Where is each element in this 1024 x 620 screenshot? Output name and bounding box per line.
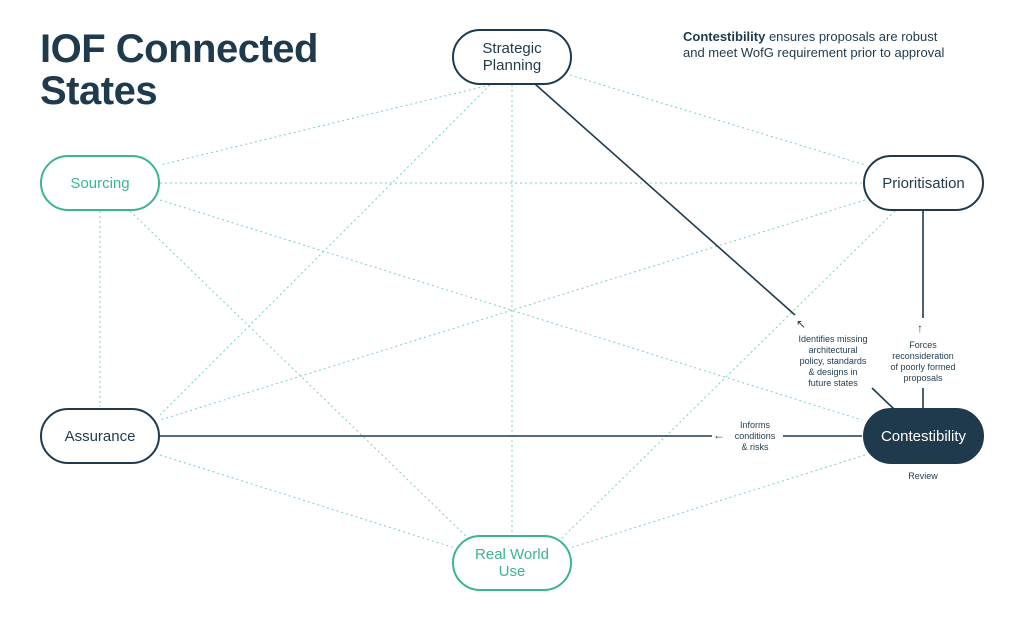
link-sourcing-realworld	[129, 210, 471, 541]
label-informs-conditions: Informs conditions & risks	[728, 420, 782, 453]
page-title: IOF Connected States	[40, 28, 318, 112]
link-contestibility-realworld	[569, 454, 866, 549]
node-sourcing-label: Sourcing	[70, 174, 130, 192]
label-identifies-line-1: Identifies missing	[798, 334, 868, 344]
node-contestibility-label: Contestibility	[880, 427, 967, 445]
note-line-1: ensures proposals are robust	[765, 29, 938, 44]
node-strategic-planning-line-1: Strategic	[482, 40, 542, 57]
contestibility-note: Contestibility ensures proposals are rob…	[683, 29, 944, 61]
node-real-world-use-line-2: Use	[498, 563, 526, 580]
title-line-2: States	[40, 69, 158, 113]
node-prioritisation[interactable]: Prioritisation	[863, 155, 984, 211]
link-planning-prioritisation	[569, 74, 866, 166]
label-identifies-line-5: future states	[808, 378, 858, 388]
node-assurance-label: Assurance	[64, 427, 136, 445]
dotted-connections	[99, 74, 896, 549]
link-planning-sourcing	[159, 84, 491, 166]
link-prioritisation-realworld	[559, 210, 896, 541]
label-identifies-line-4: & designs in	[808, 367, 858, 377]
node-prioritisation-label: Prioritisation	[882, 174, 965, 192]
node-sourcing[interactable]: Sourcing	[40, 155, 160, 211]
label-forces-line-4: proposals	[903, 373, 943, 383]
link-assurance-realworld	[159, 454, 456, 549]
link-contestibility-planning-lower	[871, 387, 896, 411]
label-informs-line-1: Informs	[739, 420, 770, 430]
node-strategic-planning[interactable]: Strategic Planning	[452, 29, 572, 85]
node-real-world-use-line-1: Real World	[475, 546, 549, 563]
node-assurance[interactable]: Assurance	[40, 408, 160, 464]
label-forces-line-2: reconsideration	[892, 351, 954, 361]
link-planning-assurance	[159, 84, 491, 416]
title-line-1: IOF Connected	[40, 27, 318, 71]
solid-connections	[160, 83, 924, 437]
arrow-up-icon: ↑	[917, 321, 923, 335]
label-identifies-line-2: architectural	[808, 345, 858, 355]
label-review: Review	[908, 471, 938, 481]
arrow-left-icon: ←	[713, 428, 725, 442]
label-informs-line-2: conditions	[734, 431, 776, 441]
label-informs-line-3: & risks	[741, 442, 769, 452]
note-line-2: and meet WofG requirement prior to appro…	[683, 45, 945, 60]
label-identifies-missing: Identifies missing architectural policy,…	[788, 334, 878, 389]
label-forces-line-3: of poorly formed	[890, 362, 956, 372]
label-forces-reconsideration: Forces reconsideration of poorly formed …	[883, 340, 963, 384]
note-bold: Contestibility	[683, 29, 766, 44]
arrow-up-left-icon: ↖	[796, 317, 807, 331]
node-strategic-planning-line-2: Planning	[482, 57, 542, 74]
label-identifies-line-3: policy, standards	[799, 356, 867, 366]
node-real-world-use[interactable]: Real World Use	[452, 535, 572, 591]
node-contestibility[interactable]: Contestibility	[863, 408, 984, 464]
link-contestibility-planning-upper	[534, 83, 796, 316]
label-forces-line-1: Forces	[909, 340, 937, 350]
link-prioritisation-assurance	[159, 199, 866, 421]
